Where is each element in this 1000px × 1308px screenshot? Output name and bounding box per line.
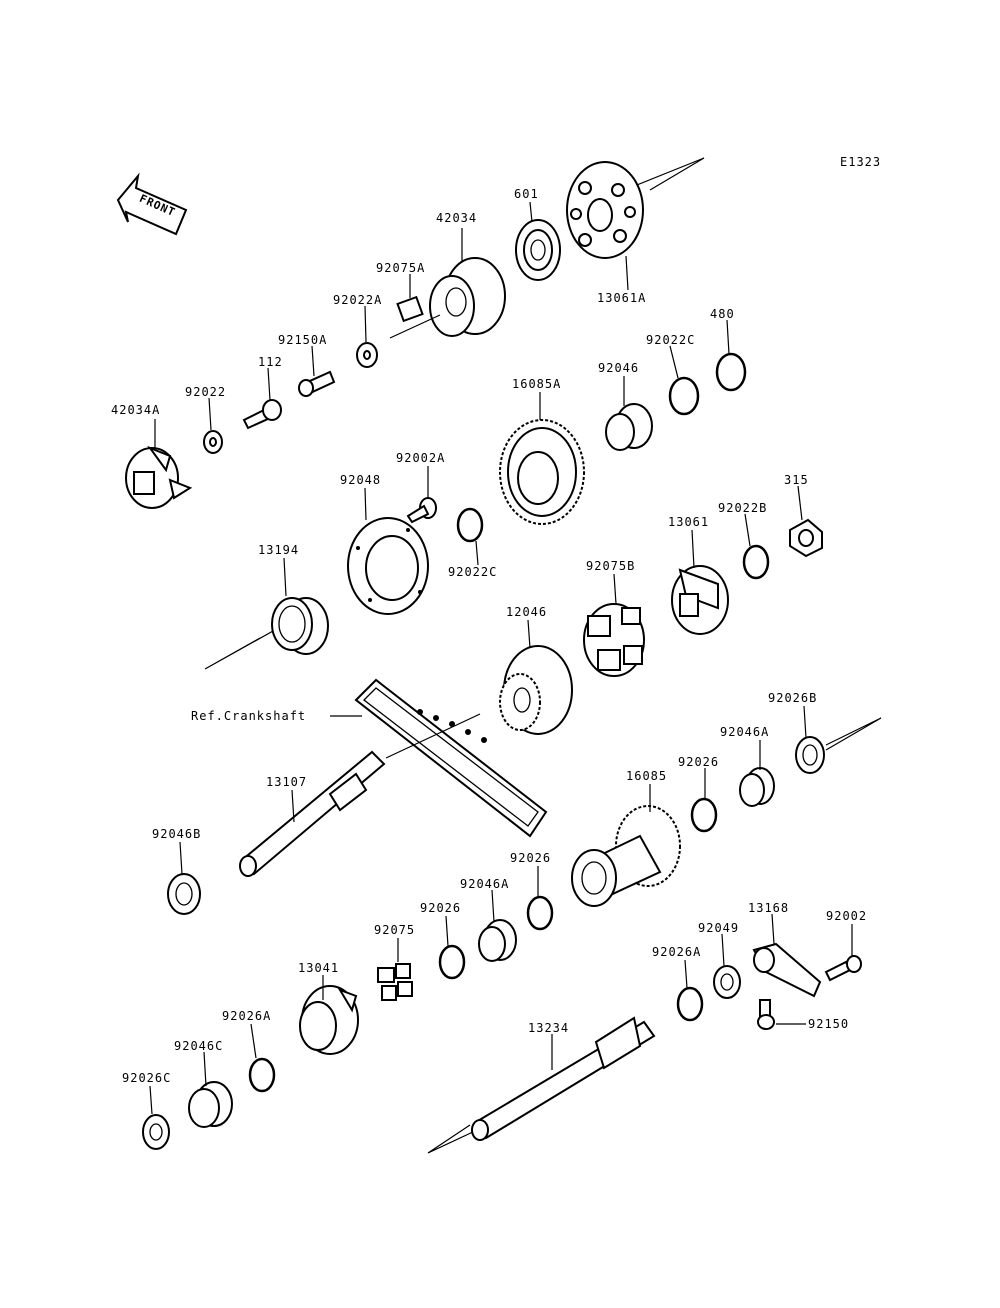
- label-92026-left: 92026: [420, 901, 461, 915]
- label-92002: 92002: [826, 909, 867, 923]
- label-92022C-mid: 92022C: [448, 565, 497, 579]
- label-13107: 13107: [266, 775, 307, 789]
- part-92046: [605, 376, 653, 451]
- direction-arrow-icon: [204, 157, 882, 1154]
- part-92026-middle: [526, 866, 554, 931]
- label-92049: 92049: [698, 921, 739, 935]
- part-16085A: [499, 392, 585, 525]
- part-13168: [752, 913, 822, 998]
- front-arrow-icon: FRONT: [116, 172, 188, 236]
- ref-crankshaft-label: Ref.Crankshaft: [191, 709, 306, 723]
- label-92150: 92150: [808, 1017, 849, 1031]
- part-92049: [713, 933, 741, 999]
- part-92046A-right: [739, 740, 775, 807]
- part-92002A: [406, 466, 437, 524]
- label-112: 112: [258, 355, 283, 369]
- label-92026C: 92026C: [122, 1071, 171, 1085]
- label-92048: 92048: [340, 473, 381, 487]
- label-92026B: 92026B: [768, 691, 817, 705]
- label-92075: 92075: [374, 923, 415, 937]
- label-315: 315: [784, 473, 809, 487]
- label-13061: 13061: [668, 515, 709, 529]
- label-13234: 13234: [528, 1021, 569, 1035]
- part-13194: [271, 557, 329, 655]
- part-92046A-middle: [478, 889, 517, 962]
- part-92026C: [142, 1085, 170, 1150]
- part-92026B: [795, 705, 825, 774]
- label-13168: 13168: [748, 901, 789, 915]
- part-92150: [757, 999, 806, 1030]
- part-92075A: [396, 274, 424, 323]
- label-92026A-right: 92026A: [652, 945, 701, 959]
- label-92026-middle: 92026: [510, 851, 551, 865]
- part-13061: [671, 529, 729, 635]
- part-92046B: [167, 841, 201, 915]
- label-92026-right: 92026: [678, 755, 719, 769]
- label-92002A: 92002A: [396, 451, 445, 465]
- label-601: 601: [514, 187, 539, 201]
- part-92046C: [188, 1051, 233, 1128]
- label-92022C-top: 92022C: [646, 333, 695, 347]
- part-13041: [299, 975, 359, 1055]
- part-92150A: [298, 345, 336, 397]
- label-13194: 13194: [258, 543, 299, 557]
- label-16085: 16085: [626, 769, 667, 783]
- label-13041: 13041: [298, 961, 339, 975]
- part-12046: [499, 619, 573, 735]
- part-13234: [471, 1016, 656, 1141]
- label-92026A-left: 92026A: [222, 1009, 271, 1023]
- part-112: [242, 367, 282, 430]
- part-13107: [239, 713, 481, 877]
- part-42034A: [125, 419, 193, 509]
- part-92002: [824, 924, 862, 982]
- label-92075A: 92075A: [376, 261, 425, 275]
- part-92048: [347, 487, 429, 615]
- label-92046: 92046: [598, 361, 639, 375]
- part-chain: [330, 678, 548, 838]
- label-42034A: 42034A: [111, 403, 160, 417]
- label-92046B: 92046B: [152, 827, 201, 841]
- label-13061A: 13061A: [597, 291, 646, 305]
- label-480: 480: [710, 307, 735, 321]
- part-42034: [389, 228, 506, 339]
- part-16085: [571, 784, 681, 907]
- part-601: [515, 201, 561, 281]
- label-92046A-middle: 92046A: [460, 877, 509, 891]
- drawing-code: E1323: [840, 155, 881, 169]
- part-315: [789, 485, 823, 558]
- part-92026-left: [438, 915, 466, 980]
- label-92046C: 92046C: [174, 1039, 223, 1053]
- label-16085A: 16085A: [512, 377, 561, 391]
- label-92075B: 92075B: [586, 559, 635, 573]
- part-92022B: [742, 513, 770, 580]
- part-92026A-left: [248, 1023, 276, 1093]
- part-92022C-top: [668, 345, 700, 416]
- part-13061A: [566, 161, 644, 291]
- part-92022: [203, 397, 223, 454]
- label-92022A: 92022A: [333, 293, 382, 307]
- part-92022A: [356, 305, 378, 368]
- part-480: [715, 319, 747, 392]
- part-92075B: [583, 573, 645, 677]
- part-92022C-mid: [456, 507, 484, 566]
- label-12046: 12046: [506, 605, 547, 619]
- part-92026-right: [690, 768, 718, 833]
- label-92022: 92022: [185, 385, 226, 399]
- part-92075: [377, 938, 413, 1001]
- label-42034: 42034: [436, 211, 477, 225]
- part-92026A-right: [676, 959, 704, 1022]
- label-92022B: 92022B: [718, 501, 767, 515]
- label-92150A: 92150A: [278, 333, 327, 347]
- label-92046A-right: 92046A: [720, 725, 769, 739]
